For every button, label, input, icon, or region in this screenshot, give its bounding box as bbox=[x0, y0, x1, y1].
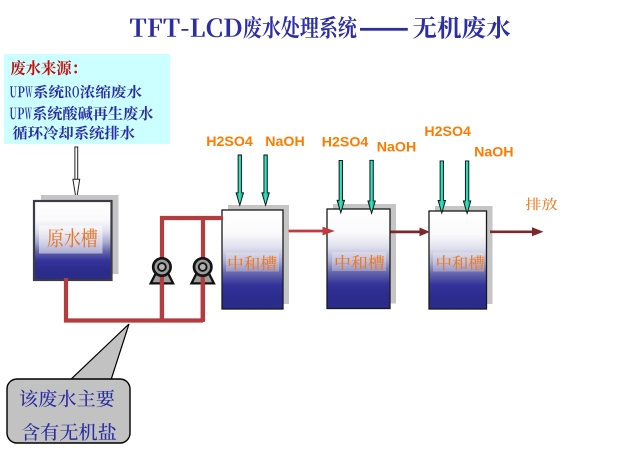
svg-text:H2SO4: H2SO4 bbox=[322, 134, 369, 150]
svg-text:NaOH: NaOH bbox=[377, 140, 416, 156]
svg-text:H2SO4: H2SO4 bbox=[206, 134, 253, 150]
svg-text:NaOH: NaOH bbox=[265, 134, 304, 150]
svg-text:H2SO4: H2SO4 bbox=[424, 124, 471, 140]
svg-text:NaOH: NaOH bbox=[474, 145, 513, 161]
